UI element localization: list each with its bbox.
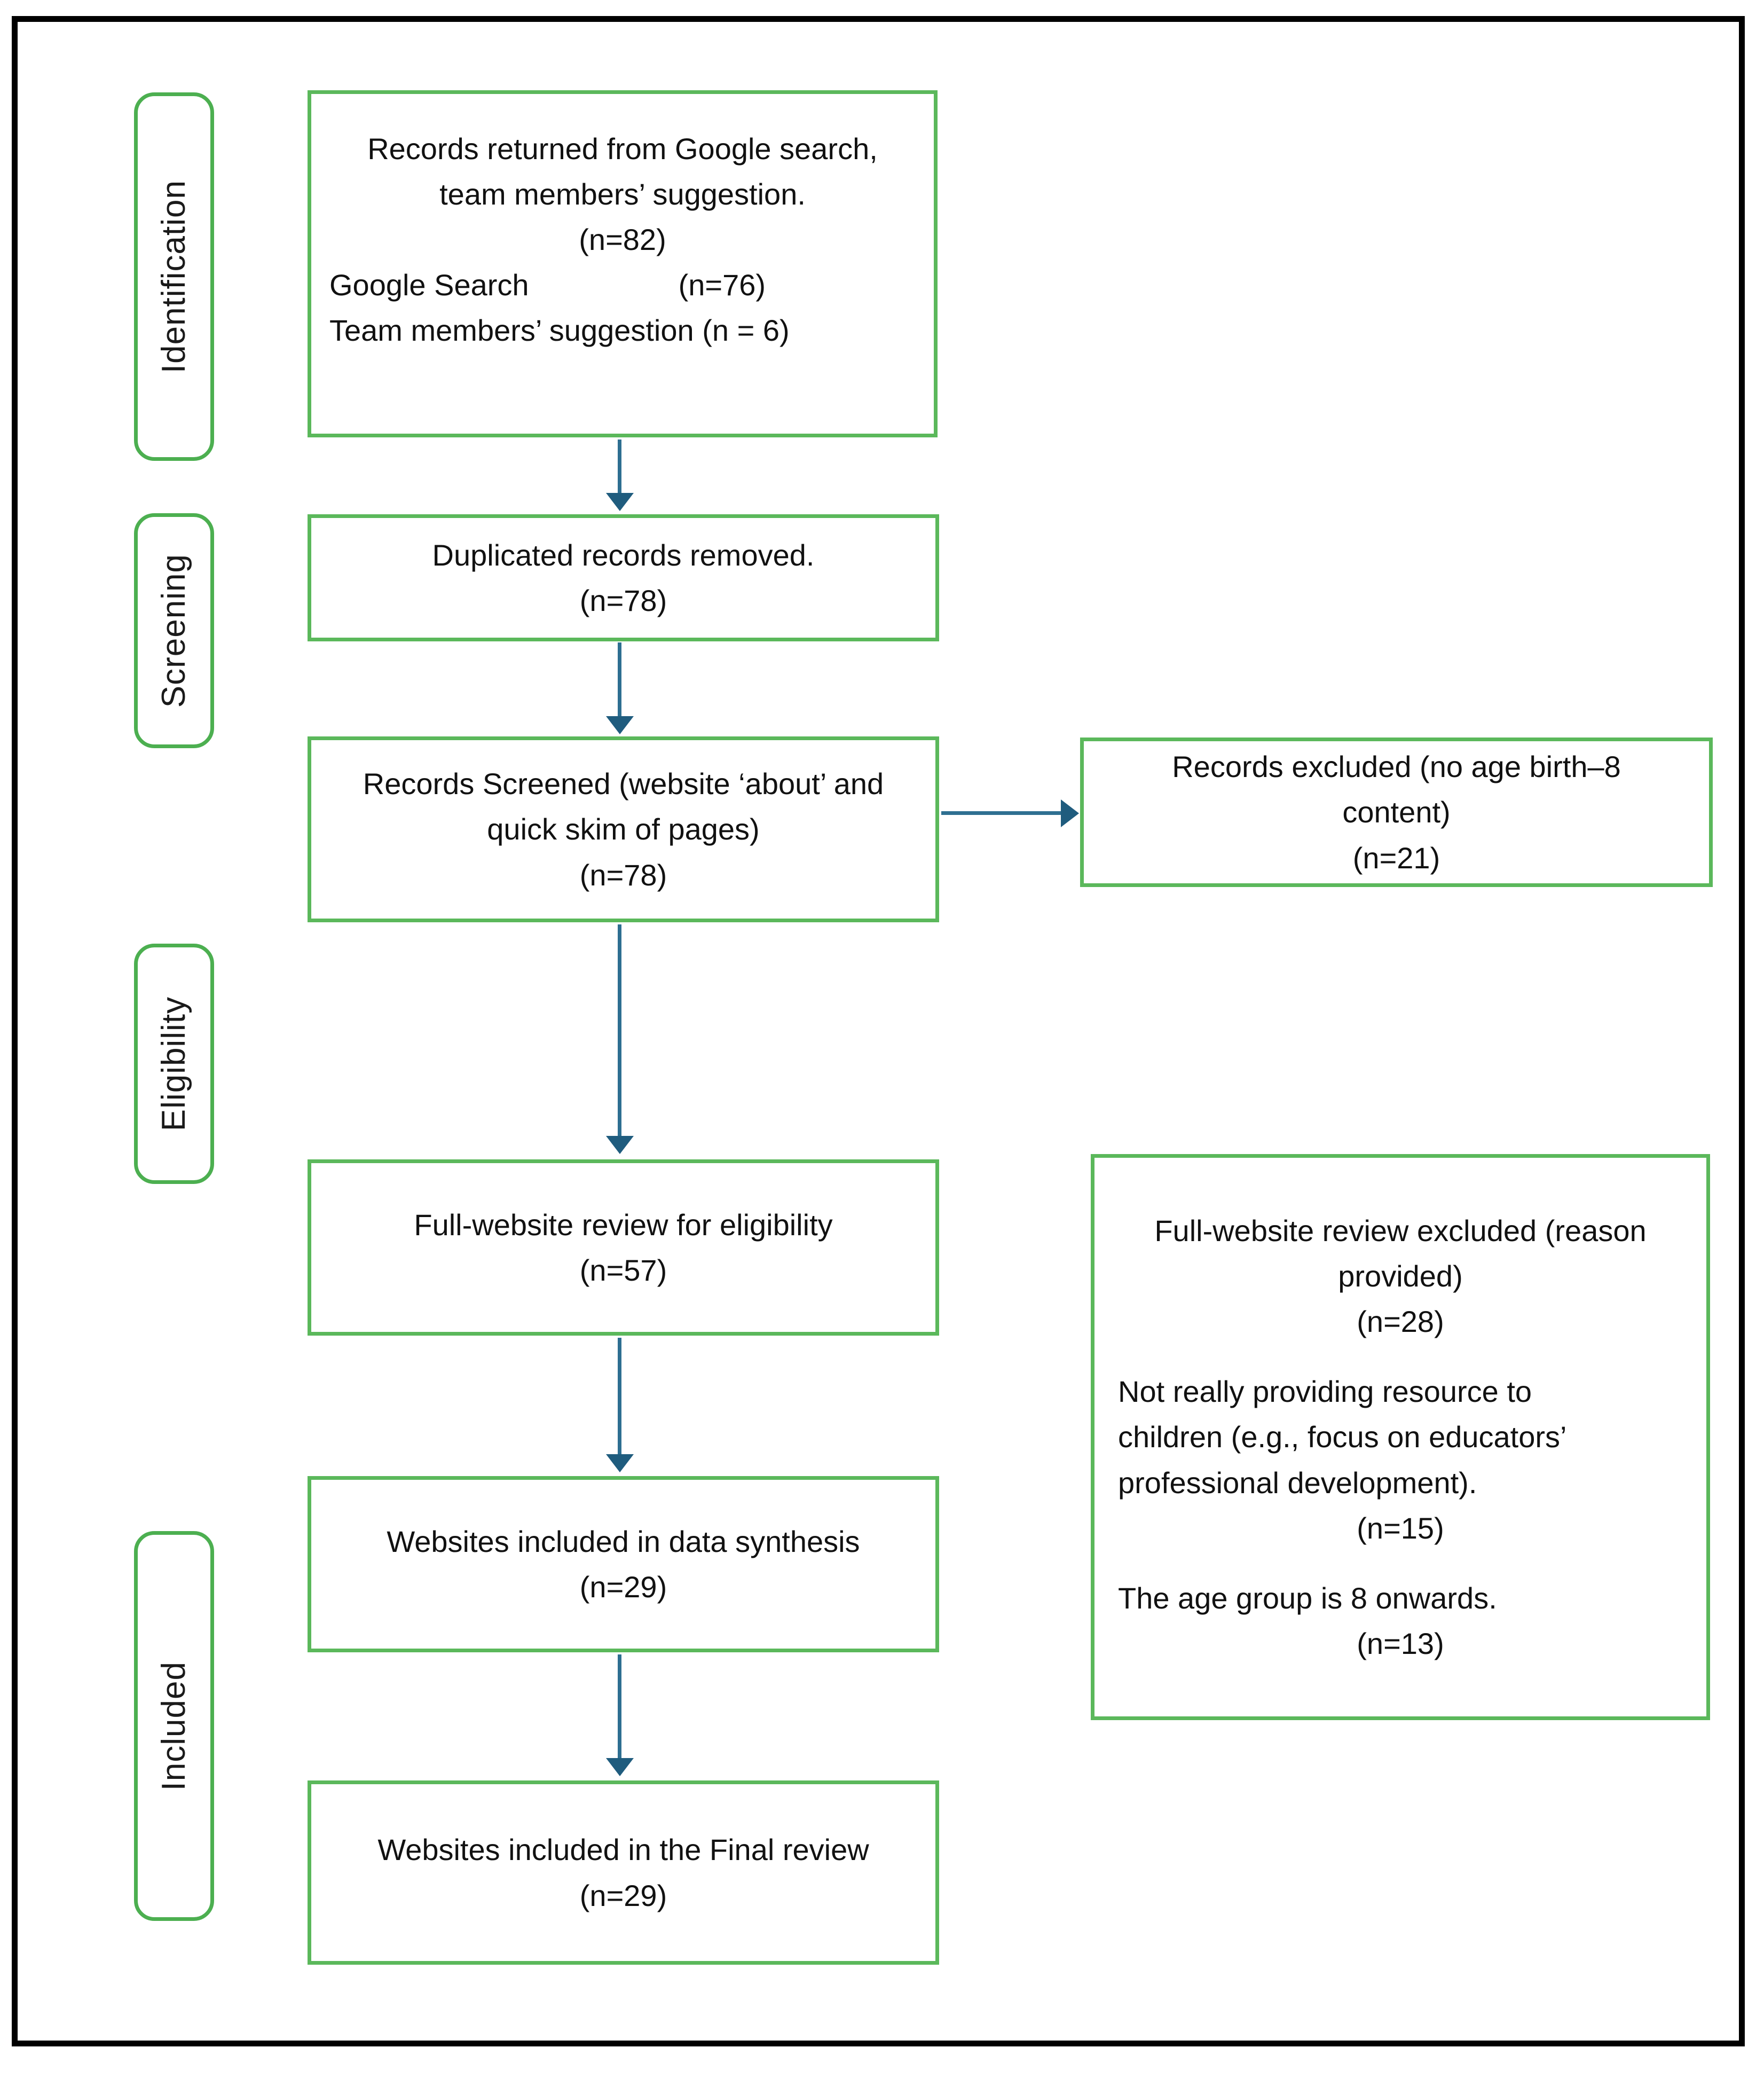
excluded-full-line-9: (n=13) [1357, 1626, 1444, 1660]
excluded-full-line-5: children (e.g., focus on educators’ [1118, 1420, 1567, 1454]
arrow-screened-to-excluded [941, 799, 1079, 827]
excluded-full-line-4: Not really providing resource to [1118, 1375, 1532, 1409]
arrow-head-down-icon [605, 1454, 634, 1472]
duplicates-line-2: (n=78) [579, 584, 667, 617]
synthesis-line-1: Websites included in data synthesis [387, 1524, 860, 1558]
box-websites-included-data-synthesis: Websites included in data synthesis (n=2… [308, 1476, 939, 1652]
diagram-outer-frame: Identification Screening Eligibility Inc… [12, 16, 1745, 2046]
arrow-identification-to-duplicates [605, 440, 634, 511]
arrow-head-down-icon [605, 493, 634, 511]
box-duplicated-records-removed: Duplicated records removed. (n=78) [308, 514, 939, 641]
duplicates-line-1: Duplicated records removed. [432, 538, 815, 572]
excluded-screening-line-3: (n=21) [1352, 841, 1440, 875]
excluded-full-line-2: provided) [1338, 1259, 1463, 1293]
identification-line-2: team members’ suggestion. [439, 177, 806, 211]
box-websites-included-final-review: Websites included in the Final review (n… [308, 1780, 939, 1965]
identification-line-3: (n=82) [579, 223, 666, 257]
box-identification-records: Records returned from Google search, tea… [308, 90, 938, 437]
eligibility-line-1: Full-website review for eligibility [414, 1207, 833, 1242]
screened-line-2: quick skim of pages) [487, 812, 760, 846]
excluded-full-line-7: (n=15) [1357, 1511, 1444, 1545]
eligibility-line-2: (n=57) [579, 1253, 667, 1287]
screened-line-1: Records Screened (website ‘about’ and [363, 767, 884, 801]
arrow-duplicates-to-screened [605, 642, 634, 734]
arrow-synthesis-to-final [605, 1654, 634, 1776]
box-full-website-review-eligibility: Full-website review for eligibility (n=5… [308, 1159, 939, 1336]
box-records-screened: Records Screened (website ‘about’ and qu… [308, 736, 939, 922]
excluded-screening-line-2: content) [1342, 795, 1451, 829]
excluded-full-line-3: (n=28) [1357, 1305, 1444, 1339]
box-full-website-review-excluded: Full-website review excluded (reason pro… [1091, 1154, 1710, 1720]
final-line-1: Websites included in the Final review [377, 1833, 869, 1867]
arrow-head-down-icon [605, 1758, 634, 1776]
stage-label-eligibility: Eligibility [155, 996, 192, 1132]
stage-label-screening: Screening [155, 553, 192, 708]
arrow-eligibility-to-synthesis [605, 1338, 634, 1472]
synthesis-line-2: (n=29) [579, 1570, 667, 1604]
stage-pill-identification: Identification [134, 92, 214, 461]
arrow-head-right-icon [1061, 799, 1079, 827]
screened-line-3: (n=78) [579, 858, 667, 892]
identification-line-5: Team members’ suggestion (n = 6) [329, 313, 790, 348]
excluded-full-line-1: Full-website review excluded (reason [1154, 1214, 1647, 1248]
stage-pill-included: Included [134, 1531, 214, 1921]
excluded-full-line-8: The age group is 8 onwards. [1118, 1581, 1497, 1615]
stage-pill-eligibility: Eligibility [134, 944, 214, 1184]
arrow-head-down-icon [605, 716, 634, 734]
excluded-screening-line-1: Records excluded (no age birth–8 [1172, 750, 1621, 784]
arrow-head-down-icon [605, 1136, 634, 1154]
excluded-full-line-6: professional development). [1118, 1465, 1477, 1500]
identification-line-4: Google Search (n=76) [329, 268, 766, 302]
excluded-full-spacer-1 [1118, 1344, 1683, 1369]
stage-pill-screening: Screening [134, 513, 214, 748]
identification-line-1: Records returned from Google search, [367, 132, 878, 166]
arrow-screened-to-eligibility [605, 924, 634, 1154]
final-line-2: (n=29) [579, 1878, 667, 1912]
excluded-full-spacer-2 [1118, 1551, 1683, 1575]
box-records-excluded-screening: Records excluded (no age birth–8 content… [1080, 738, 1713, 887]
stage-label-included: Included [155, 1661, 192, 1791]
stage-label-identification: Identification [155, 179, 192, 374]
